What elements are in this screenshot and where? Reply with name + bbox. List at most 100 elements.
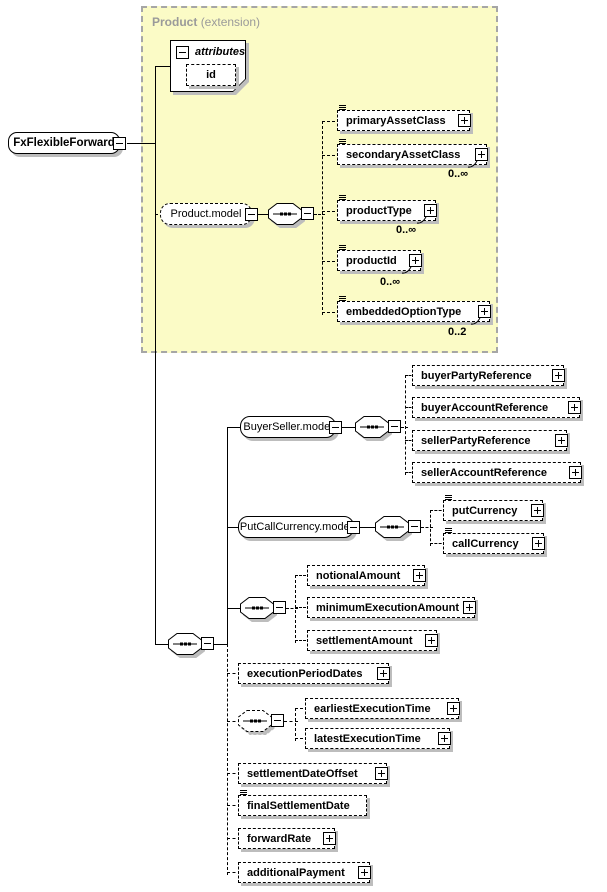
element-minimumexecutionamount[interactable]: minimumExecutionAmount — [307, 597, 476, 618]
model-group-buyerseller[interactable]: BuyerSeller.model — [240, 416, 342, 438]
attribute-label: id — [206, 69, 216, 81]
element-earliestexecutiontime[interactable]: earliestExecutionTime — [305, 698, 460, 719]
repeat-indicator-icon — [416, 216, 427, 224]
cardinality-label: 0..2 — [448, 326, 467, 338]
collapse-button[interactable] — [113, 136, 126, 150]
element-additionalpayment[interactable]: additionalPayment — [238, 862, 371, 883]
connector-line — [227, 838, 241, 839]
model-group-product[interactable]: Product.model — [160, 203, 258, 225]
element-embeddedoptiontype[interactable]: embeddedOptionType — [337, 296, 491, 322]
collapse-button[interactable] — [271, 714, 284, 727]
connector-line — [227, 805, 241, 806]
connector-line — [227, 427, 228, 644]
element-secondaryassetclass[interactable]: secondaryAssetClass — [337, 139, 488, 165]
simple-content-icon — [445, 495, 452, 500]
expand-button[interactable] — [531, 504, 544, 517]
collapse-button[interactable] — [388, 420, 401, 433]
element-buyerpartyreference[interactable]: buyerPartyReference — [412, 365, 565, 386]
simple-content-icon — [445, 528, 452, 533]
connector-line — [258, 214, 268, 215]
collapse-button[interactable] — [301, 207, 314, 220]
collapse-button[interactable] — [347, 520, 360, 534]
element-executionperioddates[interactable]: executionPeriodDates — [238, 663, 390, 684]
expand-button[interactable] — [552, 369, 565, 382]
connector-line — [295, 640, 310, 641]
element-callcurrency[interactable]: callCurrency — [443, 528, 545, 554]
connector-line — [295, 575, 310, 576]
element-label: primaryAssetClass — [346, 114, 446, 127]
expand-button[interactable] — [375, 767, 388, 780]
connector-line — [430, 510, 446, 511]
element-producttype[interactable]: productType — [337, 195, 437, 221]
element-notionalamount[interactable]: notionalAmount — [307, 565, 426, 586]
expand-button[interactable] — [425, 634, 438, 647]
connector-line — [322, 121, 340, 122]
element-productid[interactable]: productId — [337, 245, 422, 271]
element-fxflexibleforward[interactable]: FxFlexibleForward — [8, 132, 126, 154]
simple-content-icon — [339, 105, 346, 110]
connector-line — [322, 121, 323, 315]
element-label: sellerPartyReference — [421, 434, 531, 447]
collapse-button[interactable] — [201, 637, 214, 650]
element-label: sellerAccountReference — [421, 466, 547, 479]
connector-line — [227, 608, 240, 609]
element-label: finalSettlementDate — [247, 799, 350, 812]
element-buyeraccountreference[interactable]: buyerAccountReference — [412, 397, 581, 418]
connector-line — [295, 708, 296, 741]
element-label: additionalPayment — [247, 866, 345, 879]
element-label: latestExecutionTime — [314, 732, 421, 745]
connector-line — [227, 673, 241, 674]
attributes-box[interactable]: attributes id — [170, 40, 246, 92]
connector-line — [405, 472, 415, 473]
collapse-button[interactable] — [245, 207, 258, 221]
expand-button[interactable] — [413, 569, 426, 582]
expand-button[interactable] — [438, 732, 451, 745]
expand-button[interactable] — [424, 204, 437, 217]
connector-line — [342, 427, 355, 428]
connector-line — [127, 143, 155, 144]
collapse-button[interactable] — [176, 46, 189, 59]
element-label: earliestExecutionTime — [314, 702, 431, 715]
model-group-putcallcurrency[interactable]: PutCallCurrency.model — [238, 516, 360, 538]
connector-line — [430, 543, 446, 544]
expand-button[interactable] — [409, 254, 422, 267]
simple-content-icon — [339, 139, 346, 144]
element-label: secondaryAssetClass — [346, 148, 461, 161]
expand-button[interactable] — [532, 537, 545, 550]
connector-line — [322, 312, 340, 313]
element-primaryassetclass[interactable]: primaryAssetClass — [337, 105, 471, 131]
collapse-button[interactable] — [408, 520, 421, 533]
connector-line — [227, 427, 240, 428]
element-settlementdateoffset[interactable]: settlementDateOffset — [238, 763, 388, 784]
connector-line — [322, 155, 340, 156]
element-sellerpartyreference[interactable]: sellerPartyReference — [412, 430, 568, 451]
expand-button[interactable] — [478, 305, 491, 318]
element-selleraccountreference[interactable]: sellerAccountReference — [412, 462, 582, 483]
collapse-button[interactable] — [273, 601, 286, 614]
attribute-id[interactable]: id — [186, 64, 236, 86]
expand-button[interactable] — [377, 667, 390, 680]
simple-content-icon — [339, 195, 346, 200]
element-settlementamount[interactable]: settlementAmount — [307, 630, 438, 651]
expand-button[interactable] — [568, 401, 581, 414]
expand-button[interactable] — [463, 601, 476, 614]
expand-button[interactable] — [569, 466, 582, 479]
expand-button[interactable] — [555, 434, 568, 447]
expand-button[interactable] — [475, 148, 488, 161]
expand-button[interactable] — [323, 832, 336, 845]
element-finalsettlementdate[interactable]: finalSettlementDate — [238, 790, 367, 816]
connector-line — [360, 527, 375, 528]
expand-button[interactable] — [447, 702, 460, 715]
connector-line — [227, 721, 241, 722]
element-label: productId — [346, 254, 397, 267]
collapse-button[interactable] — [329, 420, 342, 434]
element-putcurrency[interactable]: putCurrency — [443, 495, 544, 521]
connector-line — [314, 214, 325, 215]
element-label: forwardRate — [247, 832, 312, 845]
element-latestexecutiontime[interactable]: latestExecutionTime — [305, 728, 451, 749]
expand-button[interactable] — [358, 866, 371, 879]
expand-button[interactable] — [458, 114, 471, 127]
connector-line — [430, 510, 431, 546]
connector-line — [322, 261, 340, 262]
element-forwardrate[interactable]: forwardRate — [238, 828, 336, 849]
